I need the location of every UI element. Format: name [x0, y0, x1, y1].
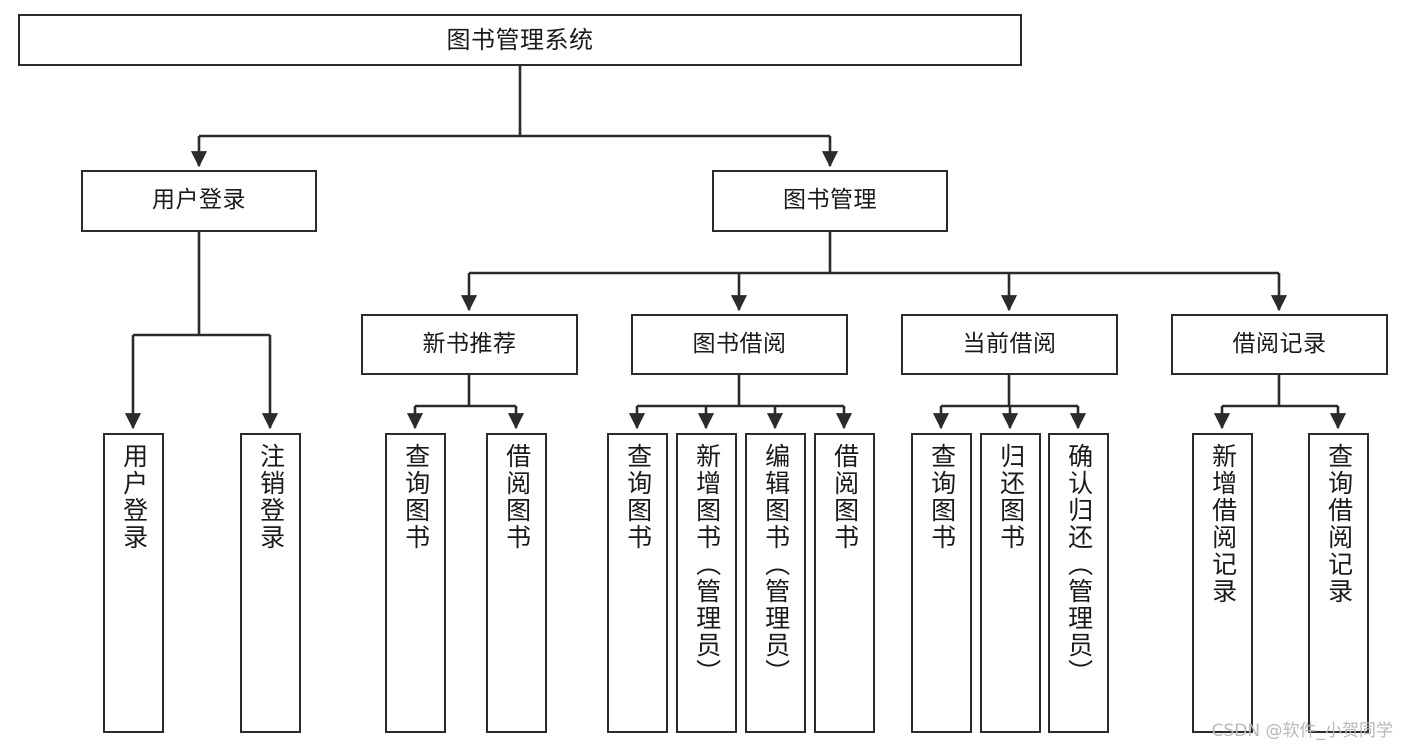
- node-new-book-recommend[interactable]: 新书推荐: [361, 314, 578, 375]
- node-label: 查询图书: [927, 443, 957, 551]
- node-user-login[interactable]: 用户登录: [81, 170, 317, 232]
- node-label: 确认归还（管理员）: [1064, 443, 1094, 686]
- node-label: 查询图书: [401, 443, 431, 551]
- node-label: 查询图书: [623, 443, 653, 551]
- node-leaf-borrow-book[interactable]: 借阅图书: [814, 433, 875, 733]
- node-label: 图书管理系统: [446, 25, 594, 54]
- node-leaf-query-book-borrow[interactable]: 查询图书: [607, 433, 668, 733]
- node-leaf-add-book-admin[interactable]: 新增图书（管理员）: [676, 433, 737, 733]
- node-root-book-management-system[interactable]: 图书管理系统: [18, 14, 1022, 66]
- node-label: 注销登录: [256, 443, 286, 551]
- csdn-watermark: CSDN @软件_小贺同学: [1211, 721, 1393, 741]
- node-leaf-query-book-recommend[interactable]: 查询图书: [385, 433, 446, 733]
- node-label: 用户登录: [119, 443, 149, 551]
- node-leaf-user-logout[interactable]: 注销登录: [240, 433, 301, 733]
- node-label: 归还图书: [996, 443, 1026, 551]
- node-book-borrow[interactable]: 图书借阅: [631, 314, 848, 375]
- node-leaf-add-borrow-record[interactable]: 新增借阅记录: [1192, 433, 1253, 733]
- node-leaf-edit-book-admin[interactable]: 编辑图书（管理员）: [745, 433, 806, 733]
- node-label: 借阅记录: [1232, 330, 1327, 357]
- node-label: 新增借阅记录: [1208, 443, 1238, 605]
- node-label: 图书管理: [783, 187, 877, 214]
- node-label: 当前借阅: [962, 330, 1057, 357]
- node-leaf-borrow-book-recommend[interactable]: 借阅图书: [486, 433, 547, 733]
- node-label: 新增图书（管理员）: [692, 443, 722, 686]
- node-label: 用户登录: [152, 187, 246, 214]
- node-leaf-query-borrow-record[interactable]: 查询借阅记录: [1308, 433, 1369, 733]
- node-leaf-query-book-current[interactable]: 查询图书: [911, 433, 972, 733]
- node-label: 借阅图书: [502, 443, 532, 551]
- node-borrow-record[interactable]: 借阅记录: [1171, 314, 1388, 375]
- node-label: 编辑图书（管理员）: [761, 443, 791, 686]
- node-current-borrow[interactable]: 当前借阅: [901, 314, 1118, 375]
- node-book-management[interactable]: 图书管理: [712, 170, 948, 232]
- node-leaf-confirm-return-admin[interactable]: 确认归还（管理员）: [1048, 433, 1109, 733]
- node-label: 新书推荐: [422, 330, 517, 357]
- node-label: 借阅图书: [830, 443, 860, 551]
- node-leaf-return-book[interactable]: 归还图书: [980, 433, 1041, 733]
- node-label: 图书借阅: [692, 330, 787, 357]
- node-leaf-user-login[interactable]: 用户登录: [103, 433, 164, 733]
- node-label: 查询借阅记录: [1324, 443, 1354, 605]
